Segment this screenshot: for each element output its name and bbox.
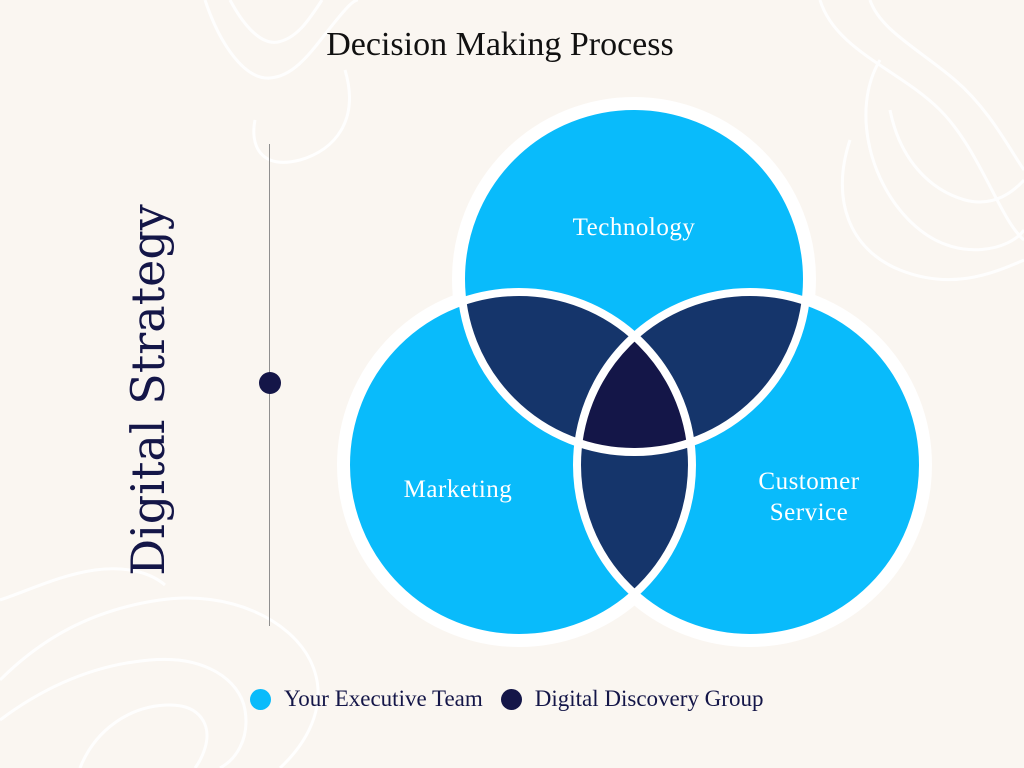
contour-line-right-side: [840, 139, 1024, 282]
legend-item-discovery-group: Digital Discovery Group: [500, 686, 764, 712]
divider-ring-customer-service: [573, 288, 927, 642]
legend-label-discovery-group: Digital Discovery Group: [534, 686, 764, 711]
legend-item-executive-team: Your Executive Team: [250, 686, 483, 712]
contour-line-bottom-left-outer: [0, 596, 320, 768]
contour-line-bottom-left-inner: [78, 703, 209, 768]
contour-line-top-right-loop: [864, 59, 1024, 252]
contour-line-top-right-inner: [888, 109, 1024, 204]
contour-line-top-right-outer: [818, 0, 1024, 242]
contour-line-bottom-left-mid: [0, 657, 248, 768]
label-technology: Technology: [572, 214, 696, 241]
contour-line-top-left-inner: [228, 0, 324, 44]
contour-line-top-left-outer: [203, 0, 359, 80]
legend: Your Executive Team Digital Discovery Gr…: [250, 686, 781, 712]
legend-swatch-discovery-group: [500, 688, 522, 710]
legend-swatch-executive-team: [250, 688, 271, 710]
contour-line-top-left-arc: [252, 69, 351, 164]
contour-line-top-right-mid: [868, 0, 1024, 171]
label-customer-service: Customer Service: [758, 468, 860, 526]
legend-label-executive-team: Your Executive Team: [284, 686, 483, 711]
overlap-all-three: [577, 292, 692, 452]
divider-ring-technology: [457, 102, 811, 456]
label-marketing: Marketing: [403, 476, 513, 503]
divider-ring-marketing: [342, 288, 696, 642]
contour-line-bottom-left-tail: [0, 567, 166, 602]
timeline-dot: [259, 372, 281, 394]
page-title: Decision Making Process: [326, 26, 674, 63]
